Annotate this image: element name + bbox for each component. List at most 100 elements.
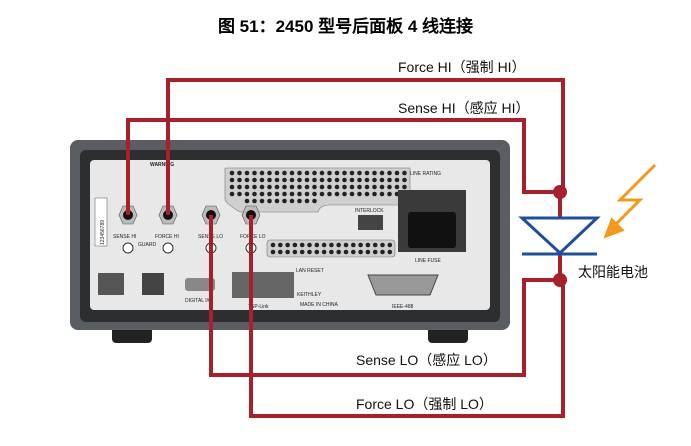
vent-hole [244,170,250,176]
vent-hole [336,249,342,255]
vent-hole [357,170,362,176]
vent-hole [321,249,327,255]
vent-hole [252,198,257,204]
vent-hole [314,242,320,248]
vent-hole [285,242,290,248]
vent-hole [357,177,362,183]
vent-hole [282,170,287,176]
label-sense-lo-wire: Sense LO（感应 LO） [356,352,497,368]
vent-hole [349,191,355,197]
vent-hole [267,177,272,183]
vent-hole [259,170,265,176]
label-made-in: MADE IN CHINA [300,302,338,308]
vent-hole [312,191,317,197]
instrument-rear-panel: WARNING 123456789 SENSE HI FORCE HI SENS… [70,140,510,343]
vent-hole [244,177,250,183]
junction-bottom [553,273,567,287]
vent-hole [372,242,378,248]
vent-hole [289,198,295,204]
vent-hole [387,249,393,255]
vent-hole [244,184,250,190]
vent-hole [314,249,320,255]
vent-hole [297,177,302,183]
vent-hole [329,249,334,255]
vent-hole [402,177,407,183]
vent-hole [237,184,242,190]
usb-port [142,273,164,295]
vent-hole [334,184,340,190]
vent-hole [358,249,363,255]
label-sense-hi-wire: Sense HI（感应 HI） [398,100,530,116]
vent-hole [274,177,280,183]
vent-hole [349,177,355,183]
warning-text: WARNING [150,162,174,168]
vent-hole [282,198,287,204]
label-tsp-link: TSP-Link [248,304,269,310]
vent-hole [274,191,280,197]
vent-hole [365,242,371,248]
vent-hole [380,249,385,255]
vent-hole [336,242,342,248]
lan-port [98,273,124,295]
vent-hole [252,184,257,190]
label-solar-cell: 太阳能电池 [578,264,648,280]
vent-hole [297,170,302,176]
vent-hole [292,242,298,248]
vent-hole [259,184,265,190]
vent-hole [402,170,407,176]
vent-hole [278,249,283,255]
vent-hole [267,198,272,204]
vent-hole [364,170,370,176]
vent-hole [380,242,385,248]
vent-hole [387,191,392,197]
vent-hole [343,242,349,248]
vent-hole [304,177,310,183]
vent-hole [297,191,302,197]
vent-hole [349,170,355,176]
label-line-fuse: LINE FUSE [415,258,442,264]
vent-hole [387,184,392,190]
vent-hole [229,170,235,176]
vent-hole [342,184,347,190]
vent-hole [252,177,257,183]
vent-hole [327,177,332,183]
vent-hole [237,177,242,183]
wire-sense-lo [209,215,560,377]
vent-hole [237,191,242,197]
vent-hole [342,177,347,183]
vent-hole [304,191,310,197]
vent-hole [321,242,327,248]
vent-hole [229,177,235,183]
vent-hole [334,191,340,197]
vent-hole [372,177,377,183]
vent-hole [274,198,280,204]
vent-hole [282,191,287,197]
vent-hole [364,191,370,197]
vent-hole [289,177,295,183]
vent-hole [357,184,362,190]
serial-number: 123456789 [100,220,106,245]
label-ieee: IEEE-488 [392,304,414,310]
vent-hole [299,249,305,255]
vent-hole [394,170,400,176]
label-guard: GUARD [138,242,156,248]
vent-hole [342,191,347,197]
label-line-rating: LINE RATING [410,171,441,177]
vent-hole [289,170,295,176]
light-bolt-icon [603,163,657,239]
vent-hole [278,242,283,248]
wire-force-hi [166,78,565,215]
vent-hole [319,191,325,197]
vent-hole [329,242,334,248]
vent-hole [327,184,332,190]
vent-hole [267,191,272,197]
vent-hole [319,184,325,190]
junction-top [553,185,567,199]
ieee-488-port [367,274,439,296]
vent-hole [270,249,276,255]
label-sense-hi: SENSE HI [113,234,136,240]
vent-hole [285,249,290,255]
vent-hole [229,184,235,190]
vent-hole [270,242,276,248]
